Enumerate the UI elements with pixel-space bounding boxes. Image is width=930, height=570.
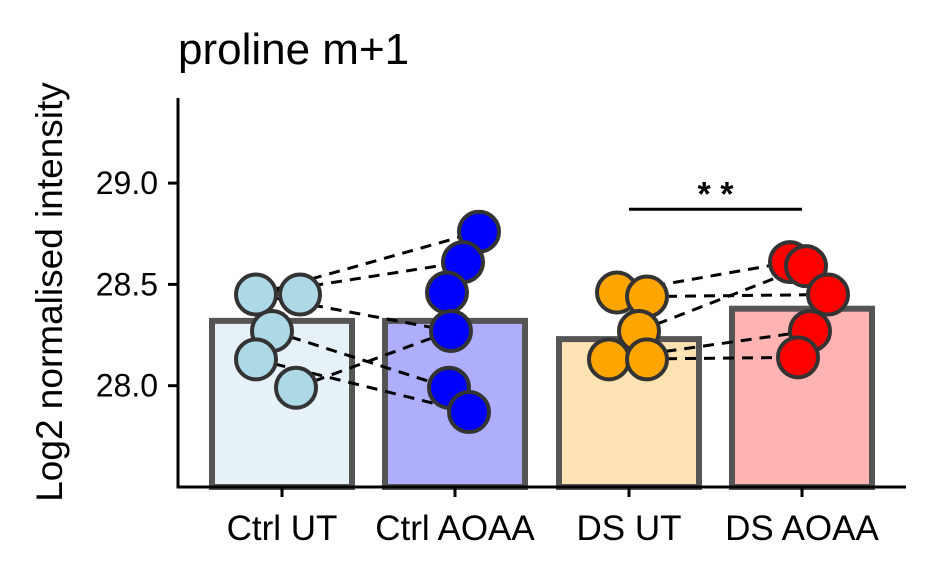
x-tick-label: Ctrl UT [227,509,338,548]
y-tick-label: 28.0 [96,368,158,404]
y-tick-label: 28.5 [96,266,158,302]
y-axis-title: Log2 normalised intensity [29,82,70,502]
chart-title: proline m+1 [178,25,409,74]
data-point [447,390,491,435]
pair-line [255,260,464,297]
pair-line [271,329,450,390]
pair-line [255,293,452,333]
data-point [587,337,631,382]
points-layer [234,209,850,435]
data-point [429,308,473,353]
pair-line [608,355,799,361]
pair-line [646,293,829,299]
data-point [234,272,278,317]
pair-line [608,329,811,361]
significance-layer: * * [629,175,802,213]
bar-ds-aoaa [729,305,875,491]
y-tick-label: 29.0 [96,165,158,201]
x-tick-label: DS UT [577,509,682,548]
data-point [278,272,322,317]
data-point [274,365,318,410]
pair-line [638,264,807,333]
significance-label: * * [698,175,735,213]
data-point [776,335,820,380]
x-tick-label: Ctrl AOAA [375,509,535,548]
data-point [625,337,669,382]
x-tick-label: DS AOAA [725,509,879,548]
data-point [234,337,278,382]
pair-line [295,329,452,390]
data-point [425,270,469,315]
data-point [806,272,850,317]
